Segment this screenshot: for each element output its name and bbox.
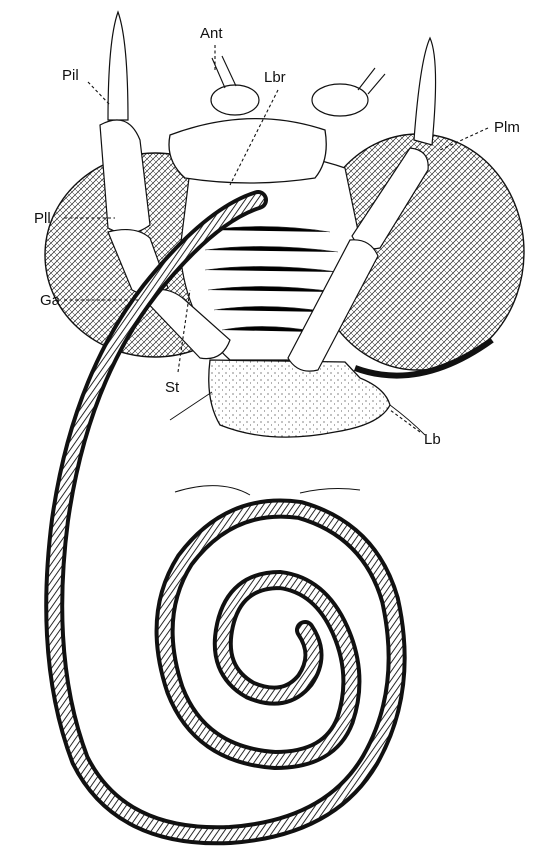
label-pll: Pll: [34, 210, 51, 227]
neck-line-left: [175, 486, 250, 495]
label-plm: Plm: [494, 119, 520, 136]
label-ant: Ant: [200, 25, 223, 42]
label-lbr: Lbr: [264, 69, 286, 86]
neck-line-right: [300, 489, 360, 493]
label-pil: Pil: [62, 67, 79, 84]
leader-lb: [390, 410, 420, 432]
label-lb: Lb: [424, 431, 441, 448]
leader-pil: [88, 82, 110, 105]
label-st: St: [165, 379, 180, 396]
label-ga: Ga: [40, 292, 61, 309]
antenna-bases: [211, 56, 385, 116]
